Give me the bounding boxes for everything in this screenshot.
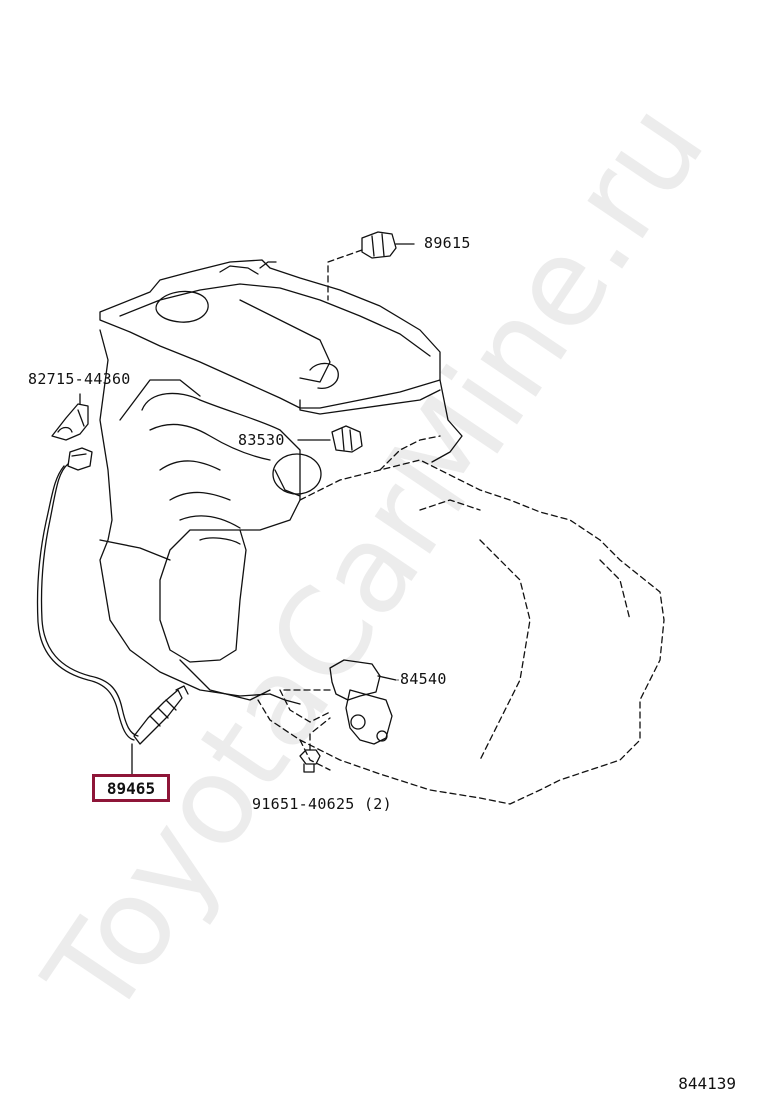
part-number-83530[interactable]: 83530 <box>238 431 285 449</box>
bolt-91651 <box>299 749 321 773</box>
part-number-91651-40625[interactable]: 91651-40625 (2) <box>252 795 392 813</box>
leader-84540 <box>279 689 331 723</box>
transmission <box>257 435 665 805</box>
cylinder-head-cover <box>99 259 441 415</box>
diagram-number: 844139 <box>678 1074 736 1093</box>
exhaust-manifold <box>141 392 301 701</box>
part-number-89615[interactable]: 89615 <box>424 234 471 252</box>
clamp-82715 <box>51 403 89 441</box>
part-number-84540[interactable]: 84540 <box>400 670 447 688</box>
highlighted-part-number-89465[interactable]: 89465 <box>92 774 170 802</box>
sensor-84540 <box>329 659 397 745</box>
part-number-82715-44360[interactable]: 82715-44360 <box>28 370 131 388</box>
oil-pressure-switch-83530 <box>297 425 363 453</box>
knock-sensor-89615 <box>361 231 415 259</box>
leader-89615 <box>327 249 363 301</box>
leader-91651 <box>309 717 331 751</box>
engine-block <box>99 329 463 705</box>
oxygen-sensor-89465 <box>36 447 189 745</box>
cover-plug <box>272 453 322 497</box>
